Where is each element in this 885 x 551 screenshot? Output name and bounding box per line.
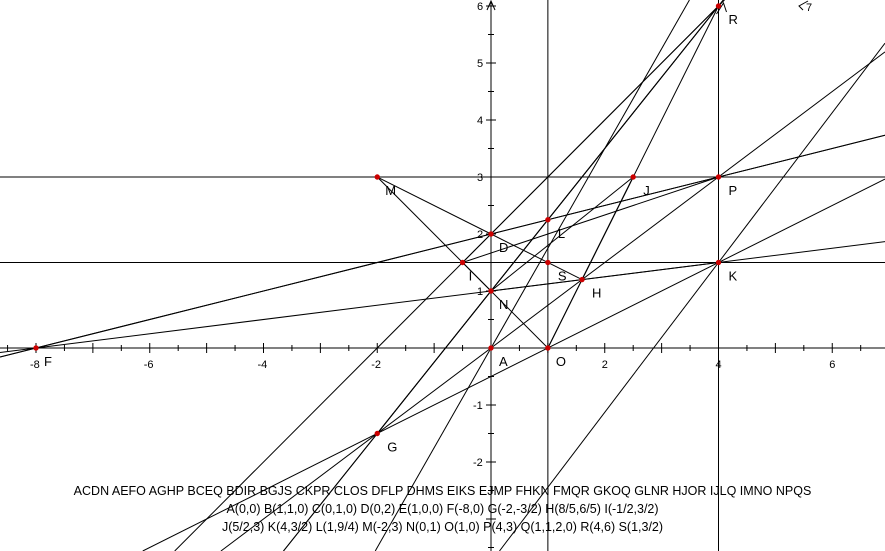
- point-D: [488, 231, 494, 237]
- label-I: I: [469, 269, 473, 284]
- line-FP: [0, 134, 885, 358]
- line-GK: [142, 178, 885, 551]
- arrow-label-7: 7: [806, 2, 812, 14]
- seg-HJ: [581, 176, 634, 280]
- seg-IO: [462, 262, 549, 349]
- point-O: [545, 345, 551, 351]
- label-L: L: [558, 226, 565, 241]
- caption-coordinates-1: A(0,0) B(1,1,0) C(0,1,0) D(0,2) E(1,0,0)…: [226, 502, 659, 516]
- label-J: J: [643, 183, 650, 198]
- point-K: [715, 259, 722, 266]
- label-F: F: [44, 354, 52, 369]
- y-tick-label: 2: [477, 229, 483, 241]
- x-tick-label: -2: [371, 359, 381, 371]
- caption-line-list: ACDN AEFO AGHP BCEQ BDIR BGJS CKPR CLOS …: [73, 484, 812, 498]
- x-tick-label: -8: [30, 359, 40, 371]
- y-tick-label: 4: [477, 115, 483, 127]
- x-tick-label: -6: [144, 359, 154, 371]
- point-P: [715, 174, 722, 180]
- seg-NJ: [490, 176, 634, 292]
- seg-DH: [490, 233, 583, 281]
- arrow-head-7: [798, 0, 809, 11]
- point-F: [33, 345, 39, 351]
- y-tick-label: -2: [473, 457, 483, 469]
- label-D: D: [499, 240, 508, 255]
- point-labels: A D F G H I J K L M N O P R S: [44, 12, 738, 455]
- label-M: M: [385, 183, 396, 198]
- point-N: [488, 288, 494, 294]
- point-A: [488, 345, 494, 351]
- point-H: [579, 276, 585, 283]
- line-ext-A: [374, 0, 690, 551]
- label-A: A: [499, 354, 508, 369]
- label-N: N: [499, 297, 508, 312]
- caption-coordinates-2: J(5/2,3) K(4,3/2) L(1,9/4) M(-2,3) N(0,1…: [221, 520, 664, 534]
- seg-IP: [462, 176, 719, 263]
- line-arrow-7: [499, 42, 885, 551]
- seg-MD: [377, 176, 492, 235]
- point-S: [545, 259, 551, 266]
- x-tick-label: 6: [829, 359, 835, 371]
- line-FK: [0, 241, 885, 354]
- label-R: R: [729, 12, 738, 27]
- arrow-head-R: [716, 1, 727, 15]
- label-P: P: [729, 183, 738, 198]
- label-K: K: [729, 269, 738, 284]
- label-O: O: [556, 354, 566, 369]
- point-I: [459, 259, 466, 266]
- label-S: S: [558, 269, 567, 284]
- point-R: [715, 3, 722, 9]
- y-axis-arrow: [486, 0, 496, 11]
- y-tick-label: -1: [473, 400, 483, 412]
- y-tick-label: 3: [477, 172, 483, 184]
- points: [33, 3, 722, 437]
- point-G: [374, 430, 380, 437]
- point-L: [545, 217, 551, 223]
- label-G: G: [387, 440, 397, 455]
- y-tick-label: 6: [477, 1, 483, 13]
- x-tick-label: 2: [602, 359, 608, 371]
- point-M: [374, 174, 380, 180]
- x-tick-label: -4: [258, 359, 268, 371]
- line-GP: [220, 51, 885, 551]
- seg-IR: [462, 5, 719, 263]
- label-H: H: [592, 286, 601, 301]
- y-tick-label: 5: [477, 58, 483, 70]
- seg-NK: [490, 262, 719, 292]
- point-J: [630, 174, 636, 180]
